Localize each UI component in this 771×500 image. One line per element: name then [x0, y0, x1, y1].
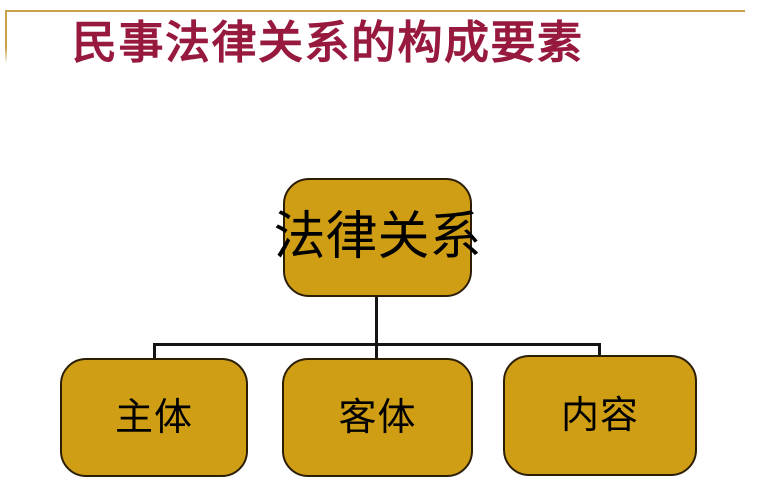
- node-subject: 主体: [60, 358, 248, 477]
- accent-line-horizontal: [5, 10, 745, 12]
- connector-horizontal: [153, 343, 601, 346]
- node-legal-relation: 法律关系: [274, 178, 482, 297]
- node-object: 客体: [282, 358, 473, 477]
- connector-stub-right: [598, 343, 601, 357]
- node-content: 内容: [503, 355, 697, 476]
- connector-root-down: [375, 297, 378, 360]
- connector-stub-left: [153, 343, 156, 360]
- accent-line-vertical: [5, 10, 7, 64]
- node-legal-relation-label: 法律关系: [273, 208, 482, 266]
- slide-title: 民事法律关系的构成要素: [72, 18, 584, 68]
- node-subject-label: 主体: [114, 396, 193, 439]
- node-content-label: 内容: [560, 394, 639, 437]
- node-object-label: 客体: [338, 396, 417, 439]
